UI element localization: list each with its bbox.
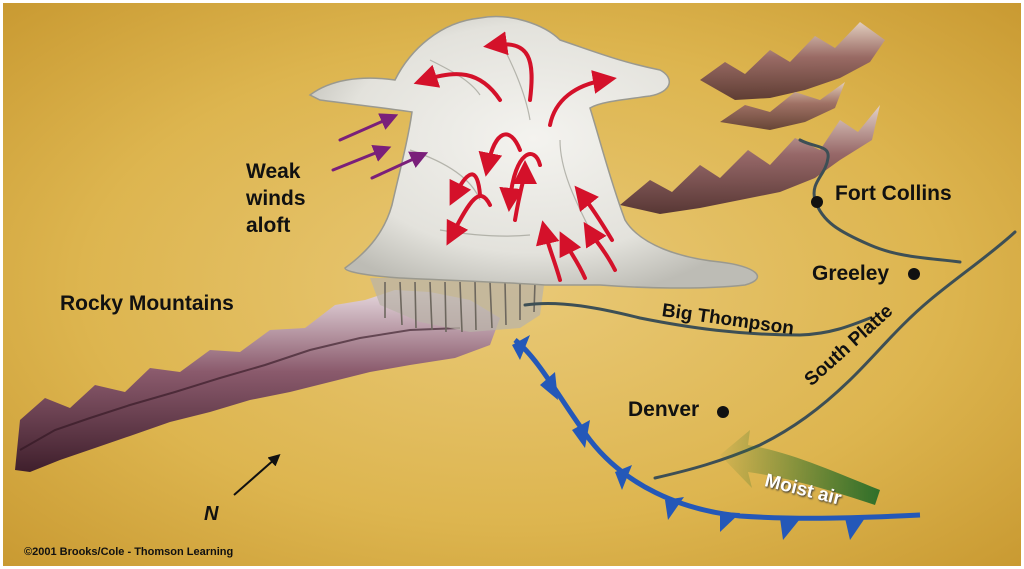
updraft-arrow — [512, 160, 537, 222]
updraft-arrow — [548, 70, 617, 127]
updraft-arrow — [499, 152, 542, 212]
front-tooth — [615, 465, 632, 490]
updraft-arrow — [483, 31, 534, 102]
wind-arrow — [370, 151, 429, 180]
moist-air-arrow — [720, 430, 880, 505]
denver-marker — [717, 406, 729, 418]
distant-mountains — [620, 22, 885, 214]
front-tooth — [512, 335, 530, 360]
front-tooth — [720, 512, 740, 532]
updraft-arrow — [574, 185, 614, 242]
wind-arrow — [331, 144, 392, 172]
greeley-marker — [908, 268, 920, 280]
front-tooth — [780, 518, 800, 540]
updraft-arrow — [536, 220, 562, 282]
rocky-mountains-label: Rocky Mountains — [60, 292, 234, 315]
weak-winds-aloft-label: Weak winds aloft — [246, 160, 306, 237]
updraft-arrow — [449, 172, 482, 206]
wind-arrows — [331, 113, 429, 180]
front-tooth — [572, 420, 590, 448]
front-tooth — [540, 372, 558, 400]
rocky-mountains-range — [15, 290, 500, 472]
north-arrow — [233, 454, 281, 496]
fort-collins-label: Fort Collins — [835, 182, 952, 205]
cold-front — [512, 335, 921, 540]
rain-shaft — [370, 278, 545, 333]
wind-arrow — [338, 113, 399, 142]
fort-collins-marker — [811, 196, 823, 208]
north-label: N — [204, 503, 219, 525]
big-thompson-river — [523, 301, 872, 337]
front-tooth — [665, 497, 684, 520]
updraft-arrow — [413, 64, 502, 102]
updraft-arrow — [583, 221, 617, 272]
front-tooth — [845, 518, 865, 540]
updraft-arrows — [413, 31, 617, 282]
updraft-arrow — [559, 231, 587, 280]
greeley-label: Greeley — [812, 262, 890, 285]
denver-label: Denver — [628, 398, 700, 421]
copyright-text: ©2001 Brooks/Cole - Thomson Learning — [24, 546, 234, 558]
updraft-arrow — [446, 194, 492, 246]
updraft-arrow — [478, 132, 522, 177]
